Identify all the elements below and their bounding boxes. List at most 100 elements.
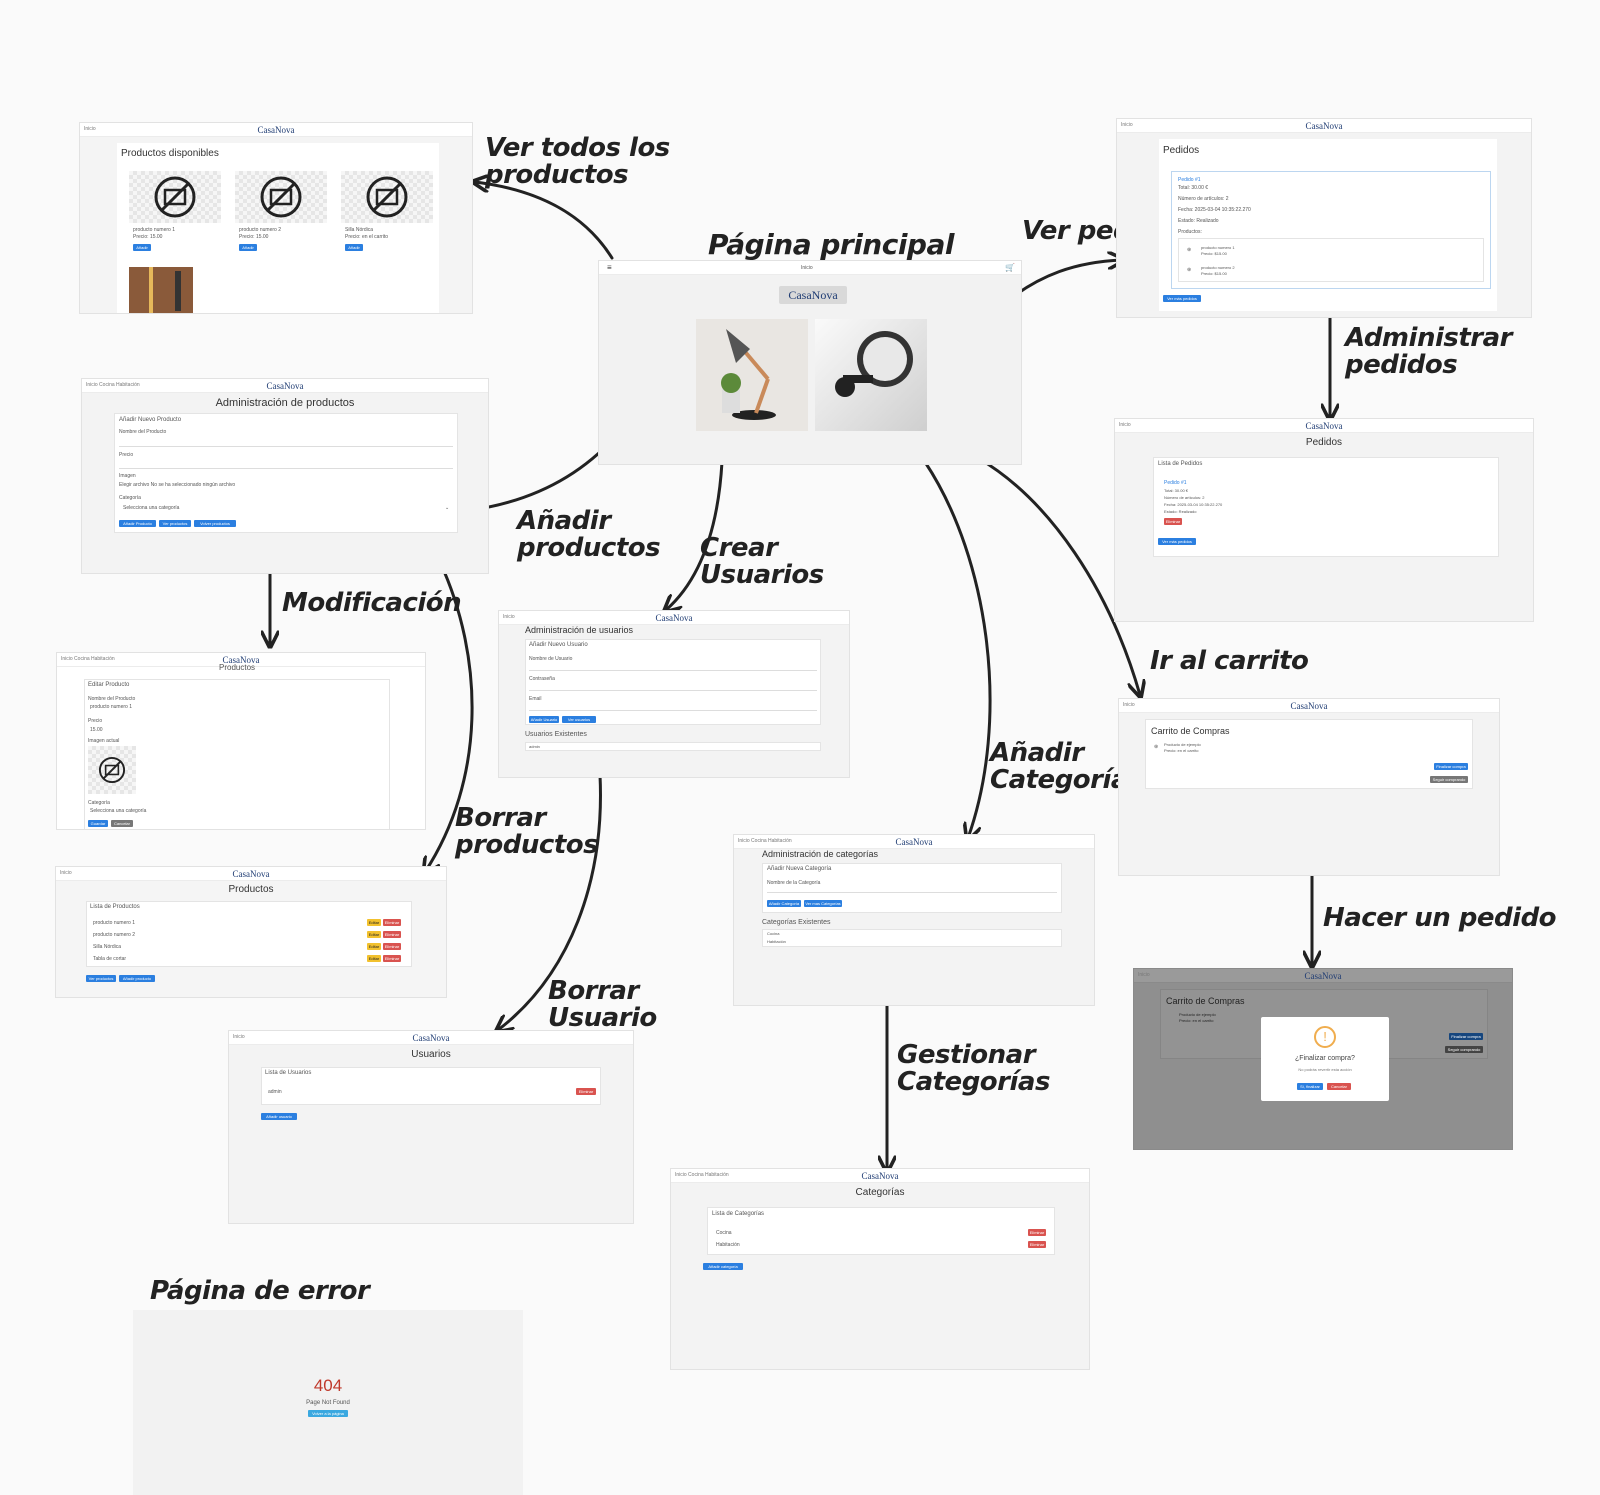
list-item: producto numero 1 bbox=[1201, 245, 1235, 250]
cancel-button[interactable]: Cancelar bbox=[1327, 1083, 1351, 1090]
category-select[interactable]: Selecciona una categoría bbox=[123, 505, 180, 511]
back-products-button[interactable]: Volver productos bbox=[194, 520, 236, 527]
arrow-anadir-productos bbox=[472, 435, 617, 510]
orders-card: Pedidos Pedido #1 Total: 30.00 € Número … bbox=[1159, 139, 1497, 311]
delete-category-button[interactable]: Eliminar bbox=[1028, 1229, 1046, 1236]
nav-links[interactable]: Inicio bbox=[1119, 422, 1131, 428]
cancel-button[interactable]: Cancelar bbox=[111, 820, 133, 827]
field-label: Categoría bbox=[119, 495, 141, 501]
delete-button[interactable]: Eliminar bbox=[383, 931, 401, 938]
table-row: Habitación bbox=[716, 1242, 740, 1248]
delete-button[interactable]: Eliminar bbox=[383, 919, 401, 926]
username-input[interactable] bbox=[529, 670, 817, 671]
hamburger-icon[interactable]: ≡ bbox=[607, 263, 612, 272]
field-label: Nombre de Usuario bbox=[529, 656, 573, 662]
price-input[interactable] bbox=[119, 468, 453, 469]
nav-links[interactable]: Inicio Cocina Habitación bbox=[675, 1172, 729, 1178]
product-price: Precio: en el carrito bbox=[345, 234, 389, 240]
delete-button[interactable]: Eliminar bbox=[383, 943, 401, 950]
lamp-image bbox=[696, 319, 808, 431]
category-name-input[interactable] bbox=[767, 892, 1057, 893]
order-title[interactable]: Pedido #1 bbox=[1164, 480, 1187, 486]
cart-icon[interactable]: 🛒 bbox=[1005, 263, 1015, 272]
add-user-button[interactable]: Añadir usuario bbox=[261, 1113, 297, 1120]
checkout-button[interactable]: Finalizar compra bbox=[1434, 763, 1468, 770]
label-anadir-categoria: Añadir Categoría bbox=[990, 738, 1128, 796]
email-field[interactable] bbox=[529, 710, 817, 711]
form-subtitle: Añadir Nuevo Usuario bbox=[529, 642, 588, 648]
label-administrar-pedidos: Administrar pedidos bbox=[1345, 323, 1512, 381]
nav-links[interactable]: Inicio Cocina Habitación bbox=[738, 838, 792, 844]
view-categories-button[interactable]: Ver mas Categorías bbox=[804, 900, 842, 907]
cart-item-price: Precio: en el carrito bbox=[1179, 1018, 1214, 1023]
field-label: Imagen bbox=[119, 473, 136, 479]
more-orders-button[interactable]: Ver más pedidos bbox=[1163, 295, 1201, 302]
product-price: Precio: 15.00 bbox=[239, 234, 269, 240]
add-product-button[interactable]: Añadir bbox=[239, 244, 257, 251]
checkout-button: Finalizar compra bbox=[1449, 1033, 1483, 1040]
view-users-button[interactable]: Ver usuarios bbox=[562, 716, 596, 723]
add-category-button[interactable]: Añadir Categoría bbox=[767, 900, 801, 907]
order-title: Pedido #1 bbox=[1178, 177, 1201, 183]
product-image-1 bbox=[129, 171, 221, 223]
delete-button[interactable]: Eliminar bbox=[383, 955, 401, 962]
delete-category-button[interactable]: Eliminar bbox=[1028, 1241, 1046, 1248]
more-orders-button[interactable]: Ver más pedidos bbox=[1158, 538, 1196, 545]
field-label: Nombre del Producto bbox=[119, 429, 167, 435]
order-line: Número de artículos: 2 bbox=[1178, 196, 1229, 202]
nav-links[interactable]: Inicio bbox=[60, 870, 72, 876]
add-product-button[interactable]: Añadir bbox=[345, 244, 363, 251]
add-category-button[interactable]: Añadir categoría bbox=[703, 1263, 743, 1270]
edit-button[interactable]: Editar bbox=[367, 955, 381, 962]
delete-user-button[interactable]: Eliminar bbox=[576, 1088, 596, 1095]
brand: CasaNova bbox=[1290, 701, 1328, 711]
edit-button[interactable]: Editar bbox=[367, 931, 381, 938]
product-name-input[interactable] bbox=[119, 446, 453, 447]
nav-links[interactable]: Inicio bbox=[1123, 702, 1135, 708]
form-subtitle: Añadir Nuevo Producto bbox=[119, 417, 182, 423]
confirm-button[interactable]: Sí, finalizar bbox=[1297, 1083, 1323, 1090]
edit-button[interactable]: Editar bbox=[367, 943, 381, 950]
nav-links[interactable]: Inicio bbox=[1138, 972, 1150, 978]
nav-links[interactable]: Inicio bbox=[1121, 122, 1133, 128]
add-product-submit-button[interactable]: Añadir Producto bbox=[119, 520, 156, 527]
product-name-input[interactable]: producto numero 1 bbox=[90, 704, 132, 710]
view-products-button[interactable]: Ver productos bbox=[86, 975, 116, 982]
back-home-button[interactable]: Volver a la página bbox=[308, 1410, 348, 1417]
nav-links[interactable]: Inicio bbox=[503, 614, 515, 620]
continue-shopping-button: Seguir comprando bbox=[1445, 1046, 1483, 1053]
nav-links[interactable]: Inicio bbox=[84, 126, 96, 132]
file-input[interactable]: Elegir archivo No se ha seleccionado nin… bbox=[119, 482, 236, 488]
brand: CasaNova bbox=[1304, 971, 1342, 981]
view-products-button[interactable]: Ver productos bbox=[159, 520, 191, 527]
edit-button[interactable]: Editar bbox=[367, 919, 381, 926]
pedidos-title: Pedidos bbox=[1163, 145, 1200, 156]
order-line: Estado: Realizado bbox=[1164, 509, 1197, 514]
confirm-dialog: ! ¿Finalizar compra? No podrás revertir … bbox=[1261, 1017, 1389, 1101]
add-product-button[interactable]: Añadir producto bbox=[119, 975, 155, 982]
save-button[interactable]: Guardar bbox=[88, 820, 108, 827]
nav-links[interactable]: Inicio Cocina Habitación bbox=[61, 656, 115, 662]
add-user-button[interactable]: Añadir Usuario bbox=[529, 716, 559, 723]
continue-shopping-button[interactable]: Seguir comprando bbox=[1430, 776, 1468, 783]
nav-links[interactable]: Inicio Cocina Habitación bbox=[86, 382, 140, 388]
admin-usuarios-title: Administración de usuarios bbox=[525, 625, 634, 635]
add-user-form: Añadir Nuevo Usuario Nombre de Usuario C… bbox=[525, 639, 821, 725]
existing-categories-card: Cocina Habitación bbox=[762, 929, 1062, 947]
category-select[interactable]: Selecciona una categoría bbox=[90, 808, 147, 814]
price-input[interactable]: 15.00 bbox=[90, 727, 103, 733]
add-product-button[interactable]: Añadir bbox=[133, 244, 151, 251]
order-line: Total: 30.00 € bbox=[1178, 185, 1209, 191]
delete-order-button[interactable]: Eliminar bbox=[1164, 518, 1182, 525]
brand: CasaNova bbox=[1305, 421, 1343, 431]
cart-title: Carrito de Compras bbox=[1151, 726, 1230, 736]
nav-links[interactable]: Inicio bbox=[233, 1034, 245, 1040]
home-nav-center[interactable]: Inicio bbox=[801, 265, 813, 271]
field-label: Categoría bbox=[88, 800, 110, 806]
password-input[interactable] bbox=[529, 690, 817, 691]
